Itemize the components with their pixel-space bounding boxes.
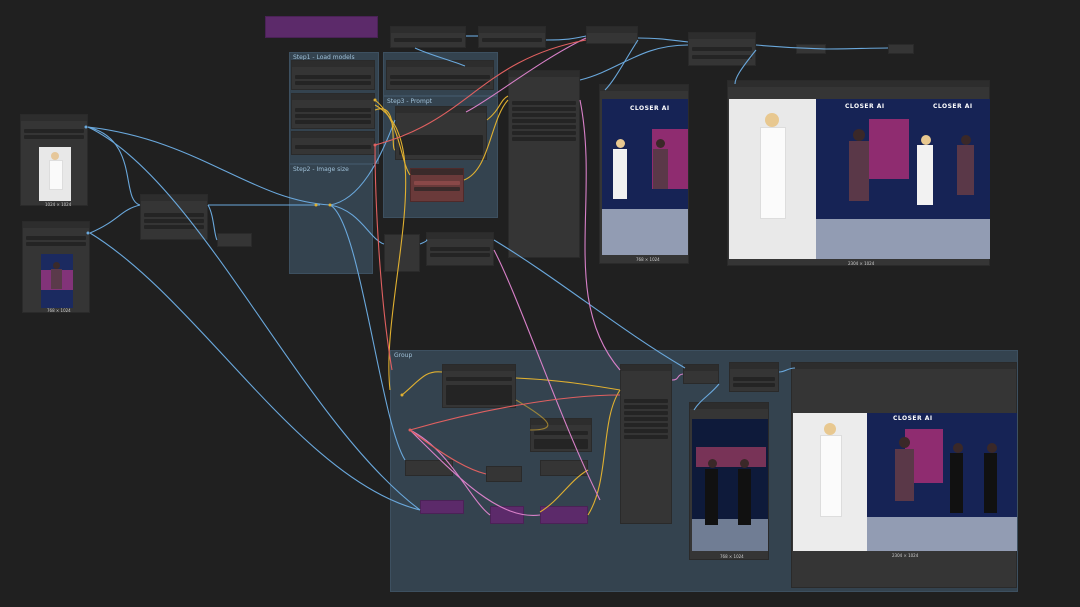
preview-image-node[interactable]: CLOSER AI 768 × 1024 [599,84,689,264]
group-title: Step3 - Prompt [387,98,432,105]
top-node-3[interactable] [586,26,638,44]
empty-latent-node[interactable] [426,232,494,266]
conditioning-node[interactable] [410,168,464,202]
bottom-node-2[interactable] [530,418,592,452]
input-person-preview [39,147,71,201]
bottom-node-3[interactable] [405,460,453,476]
preview-image-node-2[interactable]: 768 × 1024 [689,402,769,560]
preview-image-node-wide[interactable]: CLOSER AI CLOSER AI 2304 × 1024 [727,80,990,266]
prompt-text-node[interactable] [395,106,487,160]
top-node-1[interactable] [390,26,466,48]
bottom-node-5[interactable] [540,460,588,476]
small-node[interactable] [217,233,252,247]
checkpoint-loader-node[interactable] [291,60,375,90]
bottom-node-4[interactable] [486,466,522,482]
result2-wide-preview: CLOSER AI [793,413,1017,551]
ksampler-node[interactable] [508,70,580,258]
preview-image-node-wide-2[interactable]: CLOSER AI 2304 × 1024 [791,362,1017,588]
note-node-bottom-3[interactable] [540,506,588,524]
image-size-caption: 768 × 1024 [47,308,71,313]
note-node-bottom[interactable] [420,500,464,514]
resize-node[interactable] [140,194,208,240]
ksampler-node-2[interactable] [620,364,672,524]
clip-loader-node[interactable] [386,60,494,90]
input-garment-preview [41,254,73,308]
top-node-4[interactable] [688,32,756,66]
image-size-caption: 2304 × 1024 [848,261,875,266]
result2-tall-preview [692,419,768,551]
note-node-bottom-2[interactable] [490,506,524,524]
brand-logo: CLOSER AI [630,105,670,112]
brand-logo: CLOSER AI [893,415,933,422]
image-size-caption: 1024 × 1024 [45,202,72,207]
note-node[interactable] [265,16,378,38]
result-wide-preview: CLOSER AI CLOSER AI [729,99,990,259]
load-image-node-garment[interactable]: 768 × 1024 [22,221,90,313]
lora-loader-node[interactable] [291,93,375,129]
group-image-size[interactable]: Step2 - Image size [289,164,373,274]
vae-loader-node[interactable] [291,131,375,155]
top-node-5[interactable] [796,44,826,54]
bottom-node-1[interactable] [442,364,516,408]
result-tall-preview: CLOSER AI [602,99,688,255]
load-image-node-person[interactable]: 1024 × 1024 [20,114,88,207]
top-node-6[interactable] [888,44,914,54]
image-size-caption: 768 × 1024 [636,257,660,262]
decode-node-2[interactable] [683,364,719,384]
brand-logo: CLOSER AI [933,103,973,110]
group-title: Group [394,352,413,359]
image-size-node[interactable] [384,234,420,272]
group-title: Step1 - Load models [293,54,355,61]
top-node-2[interactable] [478,26,546,48]
image-size-caption: 2304 × 1024 [892,553,919,558]
image-size-caption: 768 × 1024 [720,554,744,559]
brand-logo: CLOSER AI [845,103,885,110]
group-title: Step2 - Image size [293,166,349,173]
combine-node-2[interactable] [729,362,779,392]
